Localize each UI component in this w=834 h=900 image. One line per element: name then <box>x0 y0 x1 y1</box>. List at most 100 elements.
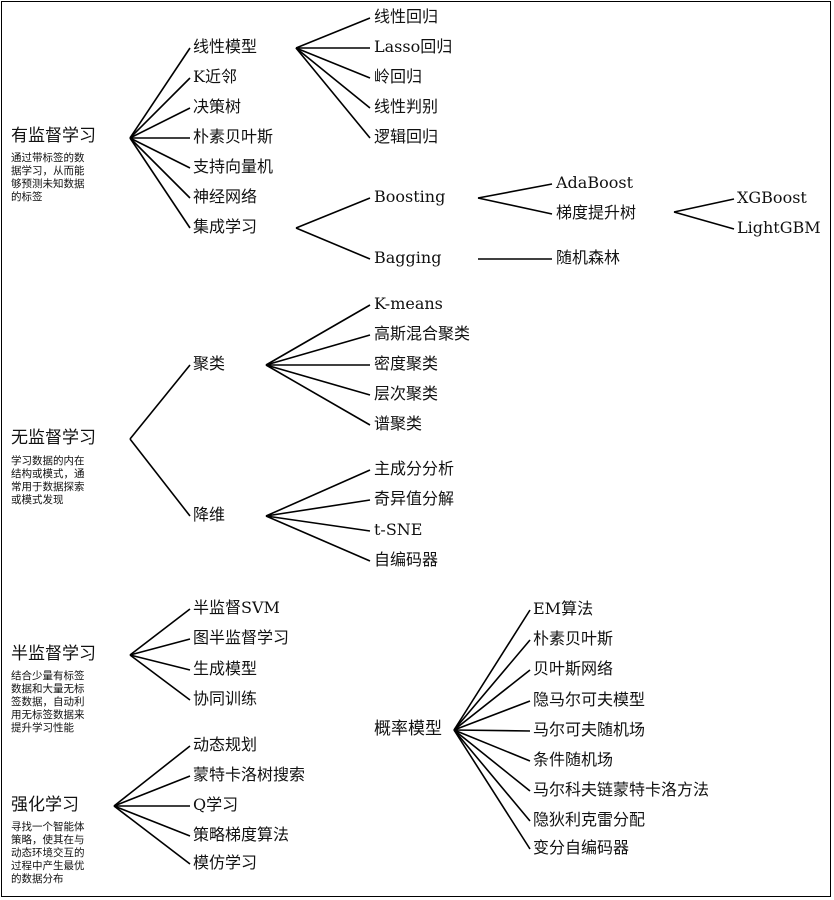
connector-reduction <box>265 515 371 562</box>
clustering-item: 层次聚类 <box>374 384 439 403</box>
connector-gbdt <box>673 211 735 230</box>
clustering-item: 密度聚类 <box>374 354 439 373</box>
linear-model-item: 逻辑回归 <box>374 127 439 146</box>
connector-prob <box>453 609 531 731</box>
prob-item: 马尔科夫链蒙特卡洛方法 <box>533 780 710 799</box>
rl-item: Q学习 <box>193 795 239 814</box>
category-rl-title: 强化学习 <box>11 795 79 815</box>
prob-item: 隐狄利克雷分配 <box>533 810 646 829</box>
category-semi-description: 结合少量有标签 数据和大量无标 签数据，自动利 用无标签数据来 提升学习性能 <box>11 670 85 734</box>
semi-item: 半监督SVM <box>193 598 280 617</box>
connector-ensemble <box>295 227 371 260</box>
bagging-item: 随机森林 <box>556 248 621 267</box>
prob-title: 概率模型 <box>374 719 442 739</box>
category-supervised-description: 通过带标签的数 据学习，从而能 够预测未知数据 的标签 <box>11 152 85 203</box>
connector-reduction <box>265 469 371 517</box>
clustering-item: 谱聚类 <box>374 414 423 433</box>
connector-prob <box>453 729 531 762</box>
linear-model-item: 线性回归 <box>374 7 439 26</box>
connector-clustering <box>265 334 371 366</box>
supervised-item: 支持向量机 <box>193 157 274 176</box>
boosting-item: 梯度提升树 <box>556 203 637 222</box>
category-supervised-title: 有监督学习 <box>11 126 96 146</box>
rl-item: 动态规划 <box>193 735 258 754</box>
connector-gbdt <box>673 198 735 213</box>
gbdt-item: LightGBM <box>737 218 821 237</box>
unsupervised-item: 聚类 <box>193 354 226 373</box>
reduction-item: 主成分分析 <box>374 459 455 478</box>
connector-supervised <box>129 137 191 199</box>
category-unsupervised-description: 学习数据的内在 结构或模式，通 常用于数据探索 或模式发现 <box>11 455 85 506</box>
boosting-item: AdaBoost <box>556 173 633 192</box>
connector-supervised <box>129 77 191 139</box>
category-rl-description: 寻找一个智能体 策略，使其在与 动态环境交互的 过程中产生最优 的数据分布 <box>11 821 85 885</box>
connector-prob <box>453 729 531 792</box>
connector-prob <box>453 669 531 731</box>
clustering-item: 高斯混合聚类 <box>374 324 471 343</box>
connector-semi <box>129 654 191 671</box>
prob-item: 隐马尔可夫模型 <box>533 690 646 709</box>
connector-reduction <box>265 499 371 517</box>
connector-semi <box>129 638 191 656</box>
connector-supervised <box>129 107 191 139</box>
connector-linear <box>295 17 371 49</box>
connector-clustering <box>265 304 371 366</box>
connector-supervised <box>129 137 191 229</box>
linear-model-item: Lasso回归 <box>374 37 453 56</box>
linear-model-item: 岭回归 <box>374 67 423 86</box>
supervised-item: 线性模型 <box>193 37 258 56</box>
connector-rl <box>113 805 191 837</box>
connector-boosting <box>477 183 553 199</box>
rl-item: 策略梯度算法 <box>193 825 290 844</box>
connector-rl <box>113 775 191 807</box>
connector-ensemble <box>295 197 371 229</box>
connector-prob <box>453 729 531 732</box>
rl-item: 蒙特卡洛树搜索 <box>193 765 306 784</box>
supervised-item: K近邻 <box>193 67 237 86</box>
semi-item: 图半监督学习 <box>193 628 290 647</box>
rl-item: 模仿学习 <box>193 853 258 872</box>
category-unsupervised-title: 无监督学习 <box>11 428 96 448</box>
semi-item: 生成模型 <box>193 659 258 678</box>
connector-semi <box>129 654 191 701</box>
connector-prob <box>453 700 531 731</box>
connector-prob <box>453 729 531 850</box>
connector-prob <box>453 729 531 822</box>
connector-rl <box>113 745 191 807</box>
supervised-item: 集成学习 <box>193 217 258 236</box>
connector-clustering <box>265 364 371 396</box>
connector-linear <box>295 47 371 79</box>
clustering-item: K-means <box>374 294 443 313</box>
prob-item: 朴素贝叶斯 <box>533 629 614 648</box>
category-semi-title: 半监督学习 <box>11 644 96 664</box>
supervised-item: 朴素贝叶斯 <box>193 127 274 146</box>
connector-boosting <box>477 197 553 215</box>
connector-supervised <box>129 137 191 169</box>
ensemble-item: Boosting <box>374 187 446 206</box>
supervised-item: 决策树 <box>193 97 242 116</box>
linear-model-item: 线性判别 <box>374 97 439 116</box>
connector-supervised <box>129 47 191 139</box>
ensemble-item: Bagging <box>374 248 442 267</box>
connector-linear <box>295 47 371 139</box>
connector-reduction <box>265 515 371 532</box>
gbdt-item: XGBoost <box>737 188 807 207</box>
reduction-item: t-SNE <box>374 520 423 539</box>
semi-item: 协同训练 <box>193 689 258 708</box>
unsupervised-item: 降维 <box>193 505 226 524</box>
prob-item: 条件随机场 <box>533 750 614 769</box>
prob-item: 变分自编码器 <box>533 838 630 857</box>
connector-unsupervised <box>129 438 191 517</box>
connector-prob <box>453 639 531 731</box>
connector-semi <box>129 608 191 656</box>
prob-item: 贝叶斯网络 <box>533 659 614 678</box>
connector-linear <box>295 47 371 109</box>
prob-item: 马尔可夫随机场 <box>533 720 646 739</box>
connector-clustering <box>265 364 371 426</box>
reduction-item: 自编码器 <box>374 550 439 569</box>
prob-item: EM算法 <box>533 599 594 618</box>
reduction-item: 奇异值分解 <box>374 489 455 508</box>
